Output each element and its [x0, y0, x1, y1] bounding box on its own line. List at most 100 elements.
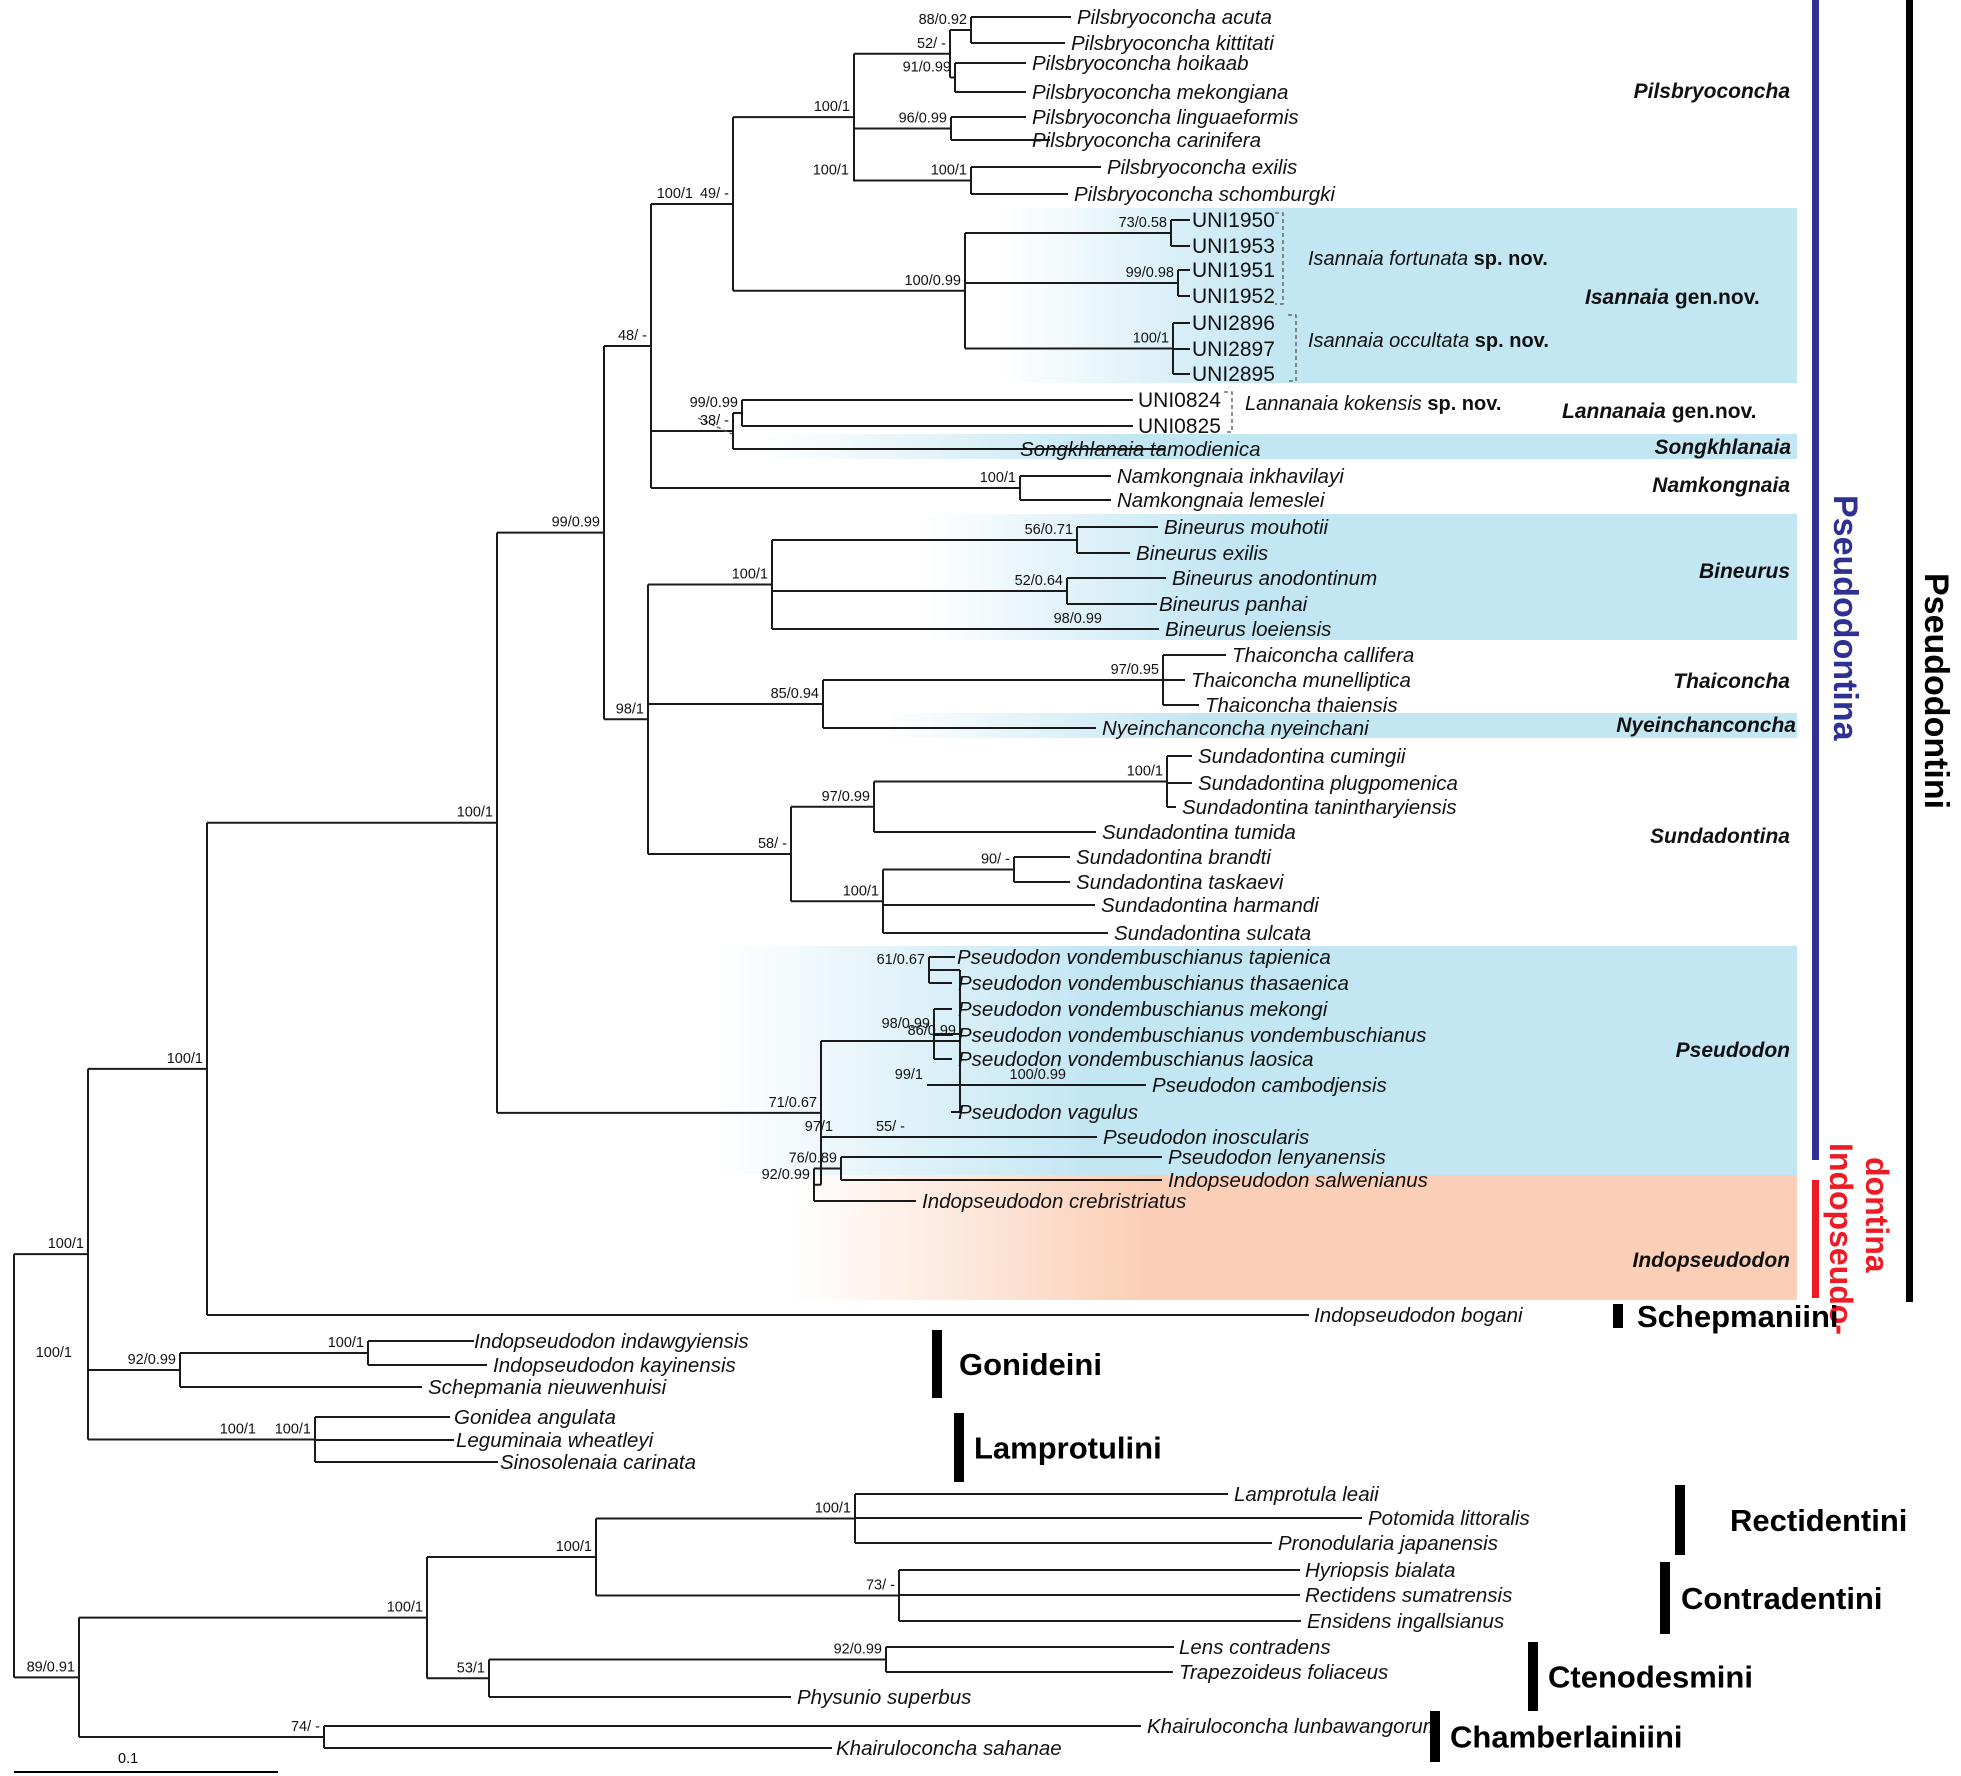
- tip-label: Nyeinchanconcha nyeinchani: [1102, 717, 1370, 740]
- tip-label: Pseudodon inoscularis: [1103, 1126, 1309, 1149]
- tip-label: Sundadontina sulcata: [1114, 922, 1311, 945]
- support-value: 92/0.99: [834, 1642, 882, 1658]
- tip-label: UNI2895: [1192, 363, 1275, 386]
- tip-label: Pseudodon vondembuschianus thasaenica: [958, 972, 1349, 995]
- tip-label: Schepmania nieuwenhuisi: [428, 1376, 668, 1399]
- support-value: 100/1: [980, 470, 1016, 486]
- genus-label-songkhlanaia: Songkhlanaia: [1654, 436, 1791, 459]
- pseudodontini-label: Pseudodontini: [1917, 573, 1955, 809]
- species-bracket: [1275, 212, 1284, 305]
- tip-label: Sundadontina taskaevi: [1076, 871, 1285, 894]
- tip-label: Trapezoideus foliaceus: [1179, 1661, 1388, 1684]
- support-value: 88/0.92: [919, 12, 967, 28]
- tip-label: Indopseudodon salwenianus: [1168, 1169, 1428, 1192]
- tip-label: Sundadontina brandti: [1076, 846, 1272, 869]
- genus-label-sundadontina: Sundadontina: [1650, 825, 1790, 848]
- tip-label: Thaiconcha munelliptica: [1191, 669, 1411, 692]
- tip-label: Indopseudodon bogani: [1314, 1304, 1524, 1327]
- tribe-bar-gonideini: [932, 1330, 942, 1398]
- genus-label-nyeinchanconcha: Nyeinchanconcha: [1616, 714, 1796, 737]
- support-value: 100/1: [931, 163, 967, 179]
- tip-label: Thaiconcha callifera: [1232, 644, 1414, 667]
- tip-label: Khairuloconcha lunbawangorum: [1147, 1715, 1440, 1738]
- tip-label: Pilsbryoconcha exilis: [1107, 156, 1297, 179]
- tip-label: Namkongnaia inkhavilayi: [1117, 465, 1345, 488]
- tip-label: Pilsbryoconcha kittitati: [1071, 32, 1275, 55]
- species-bracket: [1288, 314, 1297, 382]
- tip-label: Pseudodon vondembuschianus tapienica: [957, 946, 1331, 969]
- genus-label-lannanaia: Lannanaia gen.nov.: [1562, 400, 1757, 423]
- tip-label: Pseudodon vagulus: [958, 1101, 1138, 1124]
- genus-label-pilsbryoconcha: Pilsbryoconcha: [1634, 80, 1791, 103]
- support-value: 100/1: [657, 186, 693, 202]
- tribe-label-schepmaniini: Schepmaniini: [1637, 1299, 1839, 1334]
- tip-label: Pseudodon lenyanensis: [1168, 1146, 1386, 1169]
- tip-label: Indopseudodon crebristriatus: [922, 1190, 1186, 1213]
- tip-label: Lamprotula leaii: [1234, 1483, 1380, 1506]
- tip-label: Sundadontina harmandi: [1101, 894, 1320, 917]
- support-value: 100/0.99: [1010, 1067, 1066, 1083]
- support-value: 96/0.99: [899, 111, 947, 127]
- tip-label: Bineurus exilis: [1136, 542, 1268, 565]
- gen-nov-tag: gen.nov.: [1666, 400, 1757, 423]
- tip-label: UNI1950: [1192, 209, 1275, 232]
- tip-label: Pilsbryoconcha schomburgki: [1074, 183, 1336, 206]
- genus-label-bineurus: Bineurus: [1699, 560, 1790, 583]
- tribe-label-lamprotulini: Lamprotulini: [974, 1431, 1162, 1466]
- tip-label: UNI0824: [1138, 389, 1221, 412]
- support-leader: [697, 417, 733, 435]
- genus-label-pseudodon: Pseudodon: [1676, 1039, 1790, 1062]
- tip-label: Potomida littoralis: [1368, 1507, 1530, 1530]
- tribe-bar-lamprotulini: [954, 1413, 964, 1482]
- support-value: 98/1: [616, 701, 644, 717]
- tip-label: UNI0825: [1138, 415, 1221, 438]
- tribe-label-chamberlainiini: Chamberlainiini: [1450, 1720, 1683, 1755]
- sp-nov-tag: sp. nov.: [1469, 330, 1549, 352]
- support-value: 52/0.64: [1015, 573, 1063, 589]
- tip-label: Sundadontina tumida: [1102, 821, 1296, 844]
- support-value: 97/1: [805, 1119, 833, 1135]
- support-value: 97/0.95: [1111, 662, 1159, 678]
- support-value: 61/0.67: [877, 952, 925, 968]
- tribe-bar-rectidentini: [1675, 1485, 1685, 1555]
- tip-label: Sundadontina plugpomenica: [1198, 772, 1458, 795]
- tribe-bar-schepmaniini: [1613, 1304, 1623, 1328]
- support-value: 85/0.94: [771, 686, 819, 702]
- support-value: 100/1: [167, 1051, 203, 1067]
- pseudodontini-bar: [1906, 0, 1913, 1302]
- tribe-label-contradentini: Contradentini: [1681, 1581, 1883, 1616]
- genus-name: Lannanaia: [1562, 400, 1666, 423]
- pseudodontina-bar: [1812, 0, 1819, 1160]
- species-group-label: Isannaia occultata sp. nov.: [1308, 330, 1549, 352]
- tip-label: Pseudodon vondembuschianus mekongi: [958, 998, 1329, 1021]
- support-value: 99/0.99: [552, 515, 600, 531]
- tip-label: Pilsbryoconcha hoikaab: [1032, 52, 1249, 75]
- support-value: 49/ -: [700, 186, 729, 202]
- support-value: 99/0.98: [1126, 265, 1174, 281]
- support-value: 100/1: [843, 883, 879, 899]
- tip-label: UNI2896: [1192, 312, 1275, 335]
- tip-label: Rectidens sumatrensis: [1305, 1584, 1512, 1607]
- tip-label: Sundadontina tanintharyiensis: [1182, 796, 1457, 819]
- species-name: Lannanaia kokensis: [1245, 393, 1422, 415]
- support-value: 76/0.89: [789, 1151, 837, 1167]
- support-value: 90/ -: [981, 852, 1010, 868]
- tip-label: Leguminaia wheatleyi: [456, 1429, 655, 1452]
- clade-band: [760, 434, 1797, 459]
- support-value: 100/1: [328, 1335, 364, 1351]
- tip-label: Bineurus mouhotii: [1164, 516, 1330, 539]
- tip-label: UNI1952: [1192, 285, 1275, 308]
- tip-label: Sundadontina cumingii: [1198, 745, 1407, 768]
- support-value: 100/1: [48, 1236, 84, 1252]
- pseudodontina-label: Pseudodontina: [1826, 495, 1864, 742]
- tribe-bar-chamberlainiini: [1430, 1711, 1440, 1762]
- support-value: 74/ -: [291, 1719, 320, 1735]
- tip-label: Pilsbryoconcha acuta: [1077, 6, 1272, 29]
- genus-labels: PilsbryoconchaBineurusThaiconchaNyeincha…: [1562, 80, 1796, 1272]
- support-value: 100/1: [732, 567, 768, 583]
- tip-label: Bineurus loeiensis: [1165, 618, 1331, 641]
- support-value: 100/1: [387, 1600, 423, 1616]
- tip-label: Pseudodon vondembuschianus vondembuschia…: [958, 1024, 1426, 1047]
